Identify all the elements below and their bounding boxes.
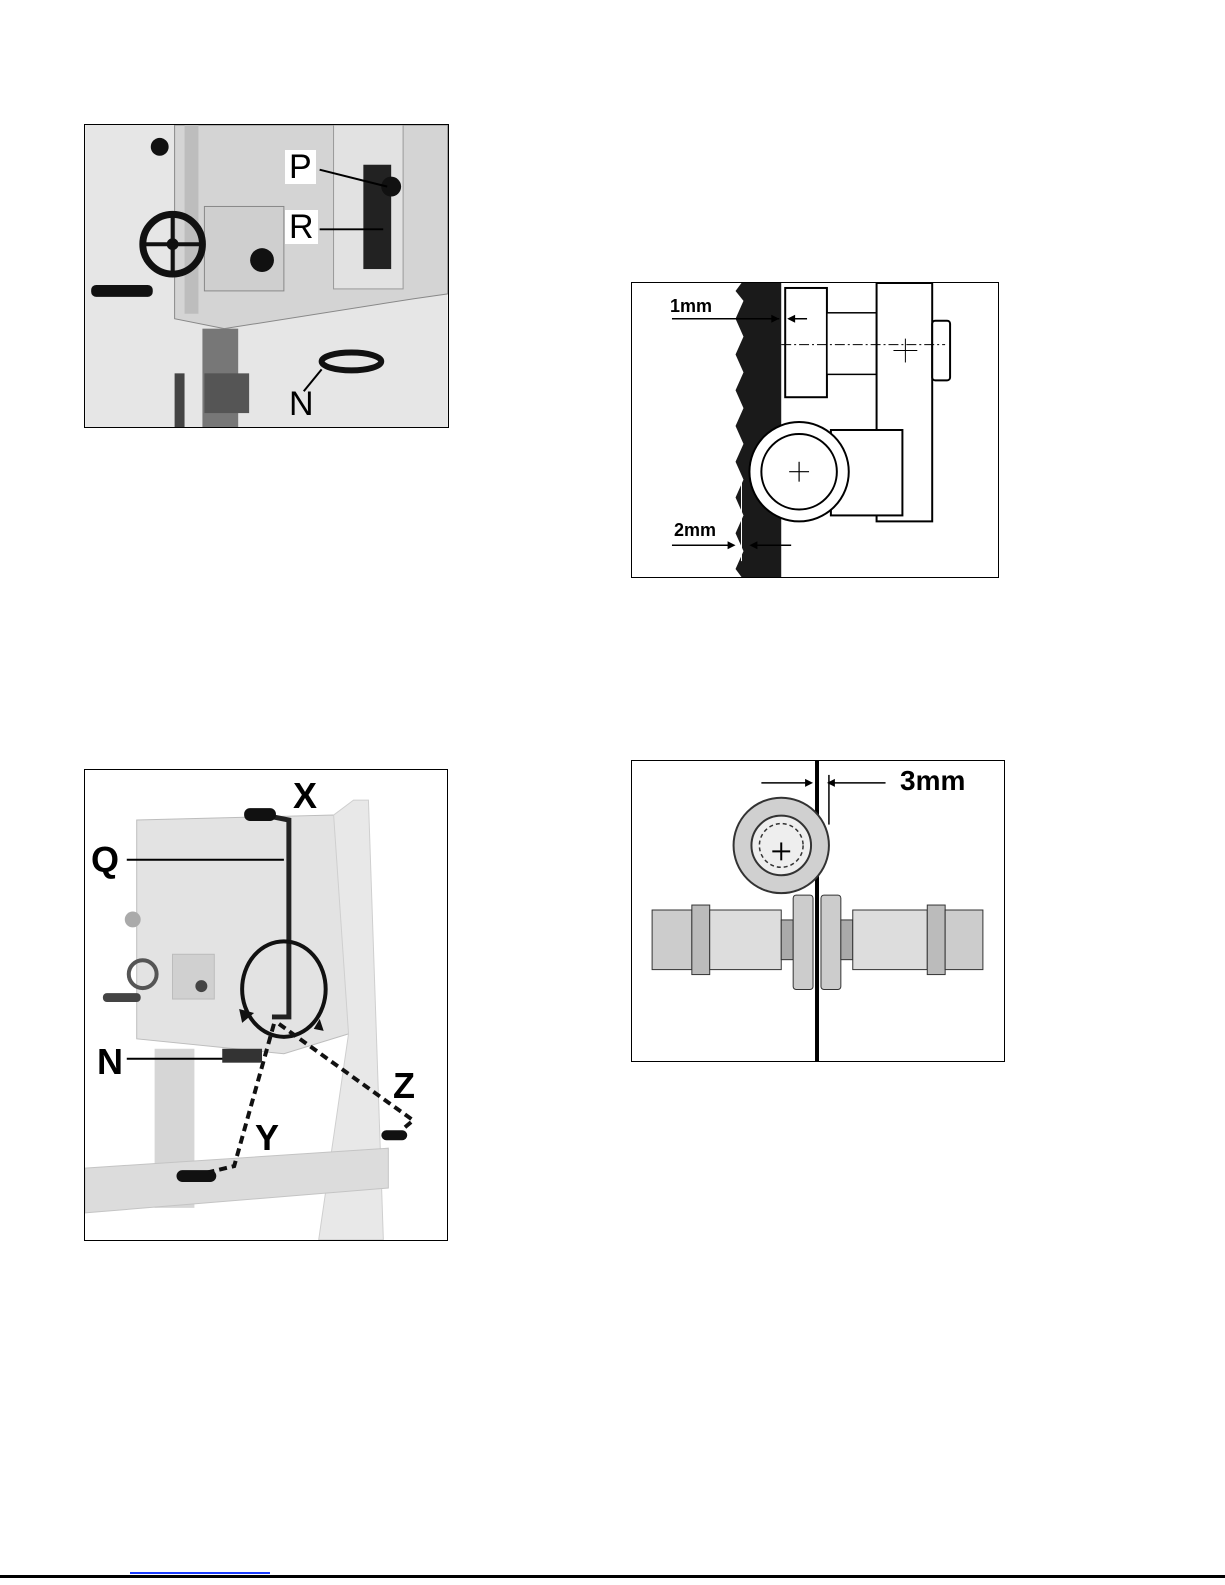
figure-guide-diagram: 1mm 2mm (631, 282, 999, 578)
dimension-1mm: 1mm (670, 297, 712, 315)
bandsaw-guide-post-photo (85, 770, 447, 1240)
callout-z: Z (393, 1068, 415, 1104)
callout-n: N (285, 387, 318, 421)
callout-n-lower: N (97, 1044, 123, 1080)
callout-x: X (293, 778, 317, 814)
footer-rule (0, 1575, 1225, 1578)
callout-y: Y (255, 1120, 279, 1156)
figure-photo-guide-post: X Q N Y Z (84, 769, 448, 1241)
bearing-diagram (632, 761, 1004, 1061)
dimension-3mm: 3mm (900, 767, 965, 795)
figure-photo-upper-guide: P R N (84, 124, 449, 428)
dimension-2mm: 2mm (674, 521, 716, 539)
bandsaw-upper-photo (85, 125, 448, 427)
figure-bearing-diagram: 3mm (631, 760, 1005, 1062)
footer-link-underline[interactable] (130, 1572, 270, 1574)
callout-p: P (285, 150, 316, 184)
callout-q: Q (91, 842, 119, 878)
callout-r: R (285, 210, 318, 244)
